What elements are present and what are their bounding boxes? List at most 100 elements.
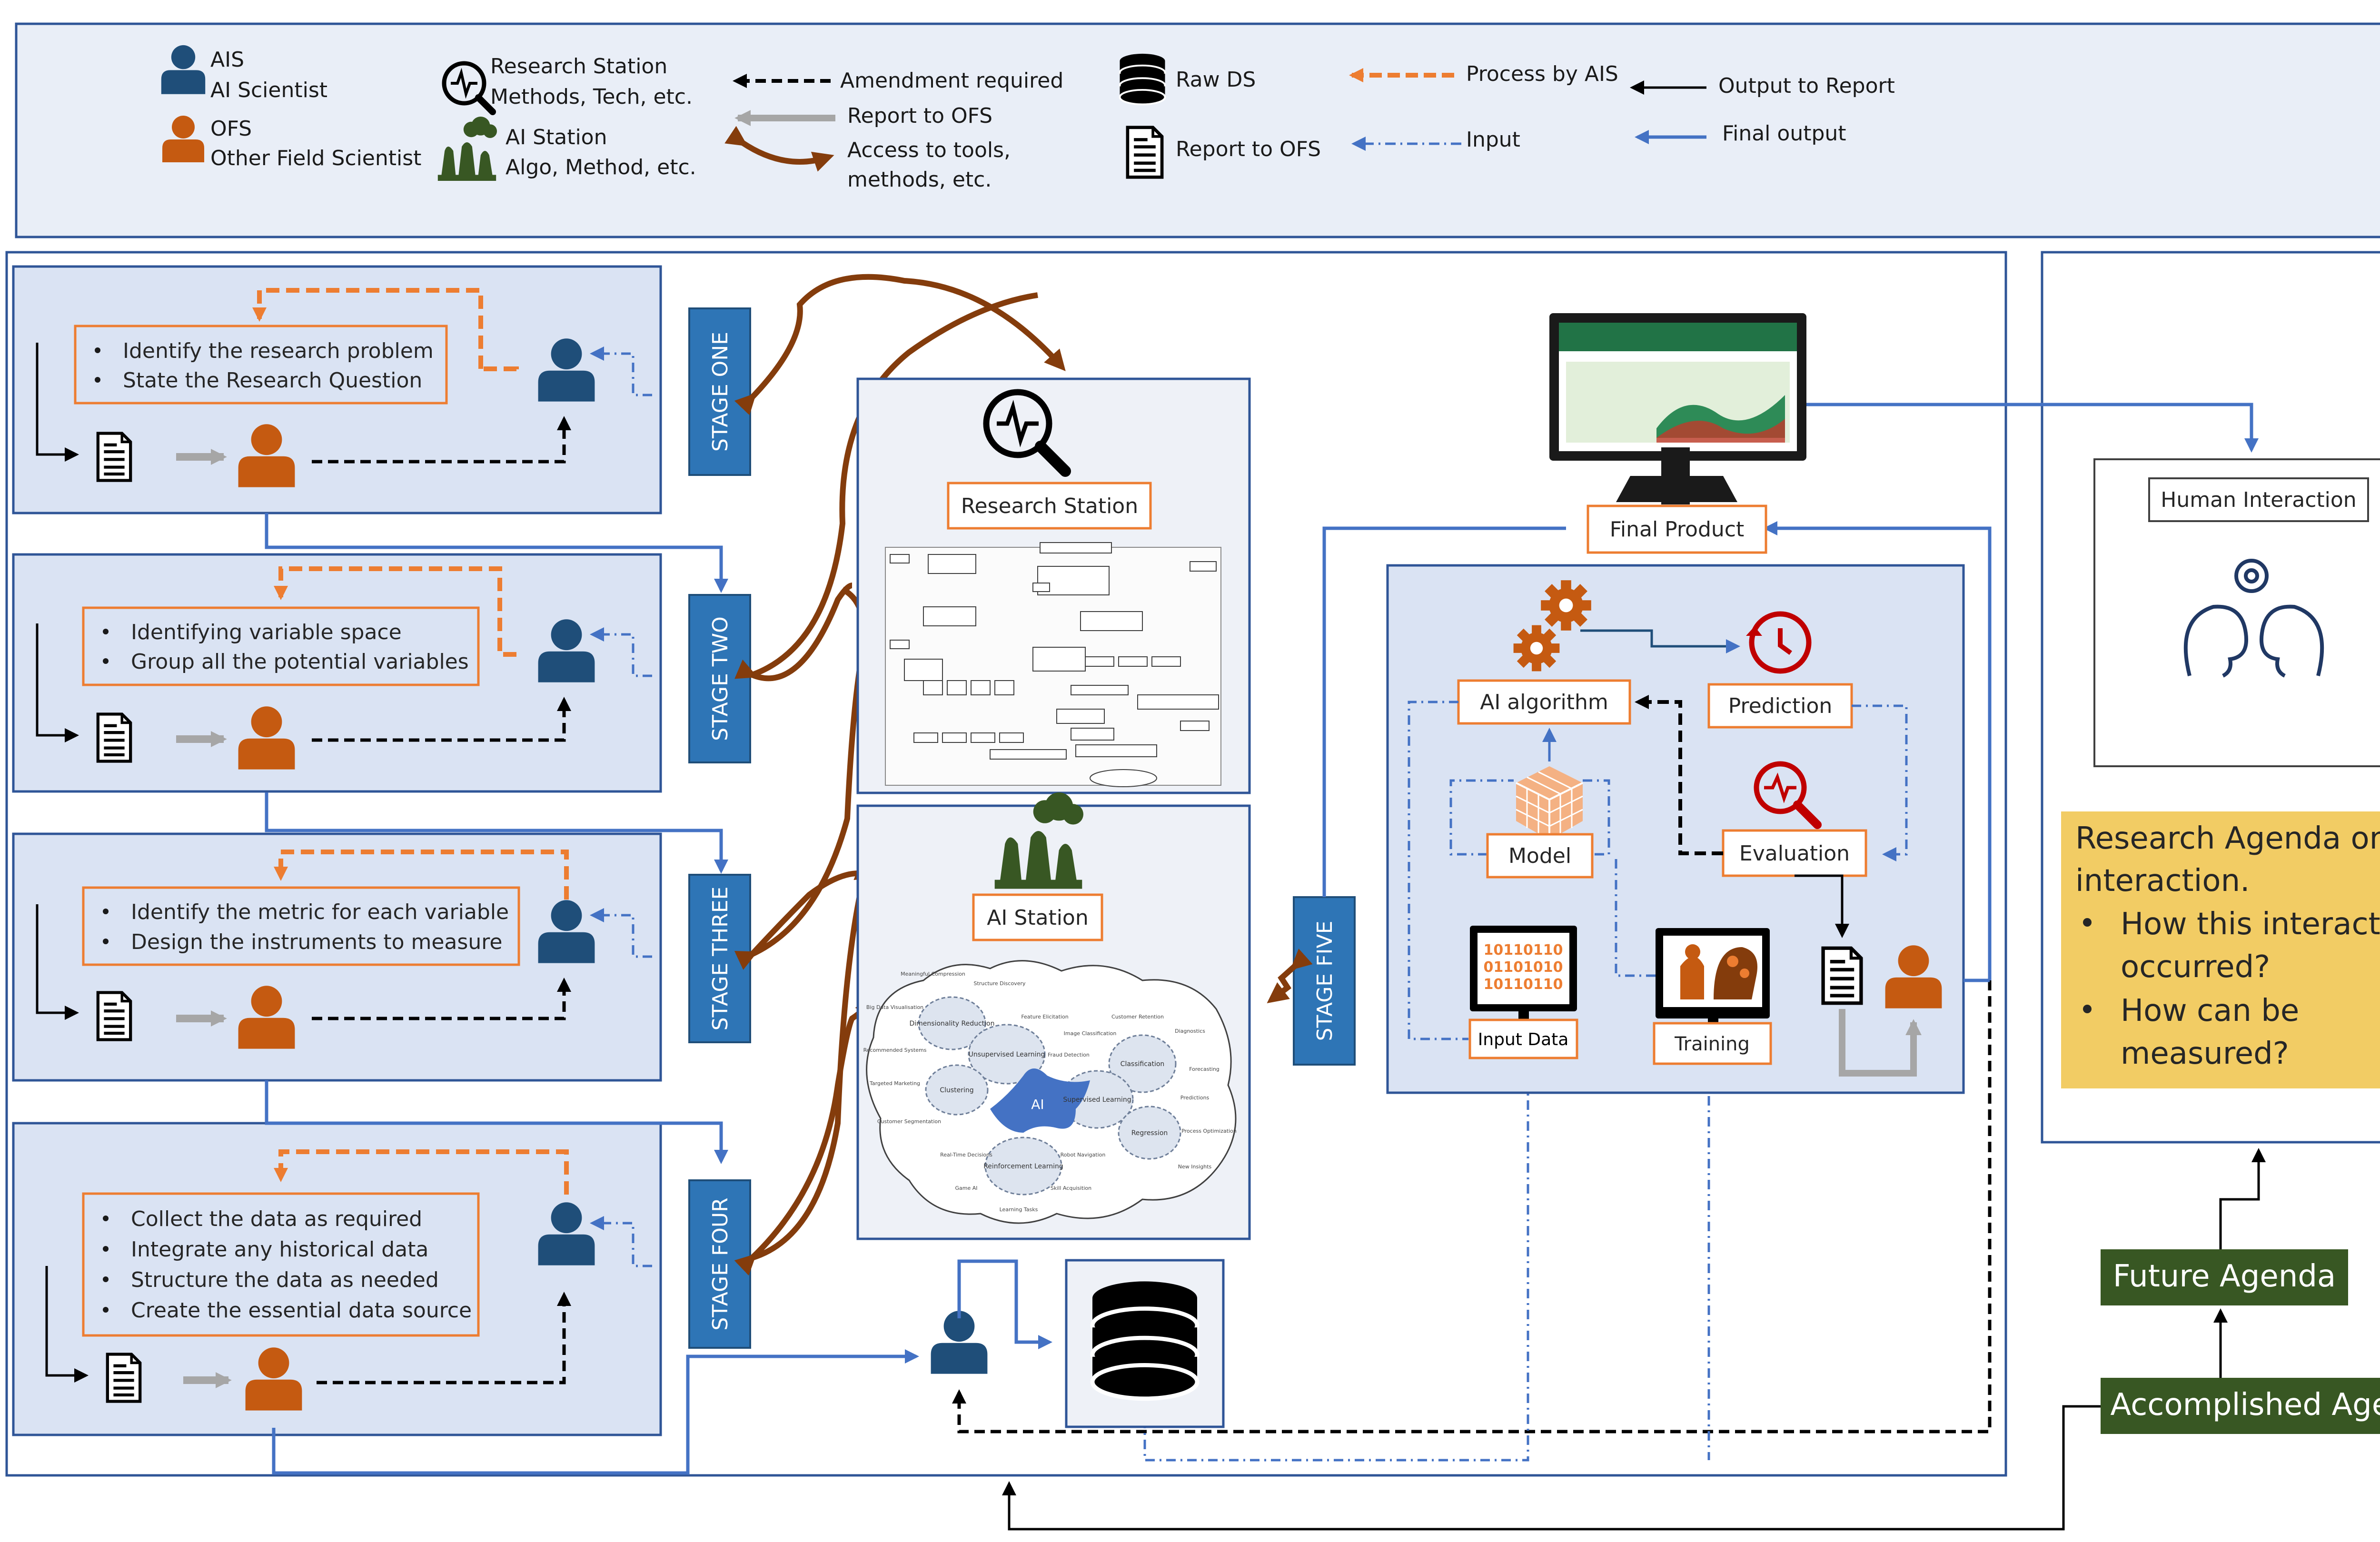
research-framework-figure [885, 542, 1221, 787]
legend-access-1: Access to tools, [847, 138, 1011, 162]
svg-text:How can be: How can be [2121, 993, 2299, 1028]
prediction-label: Prediction [1728, 694, 1833, 718]
stage-one-task-box [74, 325, 448, 405]
accomplished-agenda-label: Accomplished Agenda [2110, 1387, 2380, 1423]
stage-one-label: STAGE ONE [688, 307, 751, 476]
stage-four-panel: Collect the data as required Integrate a… [12, 1122, 662, 1436]
stage-two-label: STAGE TWO [688, 594, 751, 763]
svg-text:Fraud Detection: Fraud Detection [1048, 1052, 1090, 1058]
stage-one-report-doc-icon [98, 434, 130, 481]
svg-text:STAGE THREE: STAGE THREE [708, 887, 733, 1031]
legend-panel [15, 22, 2380, 238]
svg-text:STAGE TWO: STAGE TWO [708, 616, 733, 741]
stage-connectors [265, 513, 919, 1475]
svg-text:occurred?: occurred? [2121, 949, 2270, 985]
stage-two-item-2: Group all the potential variables [131, 650, 469, 674]
svg-text:Game AI: Game AI [955, 1185, 977, 1191]
evaluation-icon [1754, 761, 1822, 829]
ai-algorithm-gear-icon [1541, 580, 1591, 631]
input-data-monitor-icon: 10110110 01101010 10110110 [1470, 926, 1577, 1023]
svg-text:Process Optimization: Process Optimization [1181, 1128, 1237, 1134]
legend-process-ais: Process by AIS [1466, 62, 1618, 86]
svg-text:Feature Elicitation: Feature Elicitation [1021, 1014, 1068, 1020]
human-interaction-label: Human Interaction [2161, 488, 2356, 512]
svg-text:Customer Segmentation: Customer Segmentation [877, 1118, 941, 1125]
stage-one-item-2: State the Research Question [123, 368, 422, 393]
ai-station-label: AI Station [987, 906, 1089, 930]
input-data-label: Input Data [1478, 1030, 1569, 1049]
svg-text:Research Agenda on this: Research Agenda on this [2075, 821, 2380, 856]
svg-text:measured?: measured? [2121, 1036, 2289, 1071]
stage-one-item-1: Identify the research problem [123, 339, 434, 363]
legend-ofs-title: OFS [210, 117, 252, 141]
legend-final-output: Final output [1722, 121, 1846, 146]
svg-text:Customer Retention: Customer Retention [1111, 1014, 1164, 1020]
svg-text:Learning Tasks: Learning Tasks [1000, 1206, 1038, 1213]
raw-ds-area [931, 964, 1992, 1462]
human-interaction-icon [2183, 559, 2324, 678]
svg-text:10110110: 10110110 [1484, 976, 1563, 993]
stage-five-label: STAGE FIVE [1293, 896, 1356, 1066]
final-product-label: Final Product [1610, 517, 1744, 542]
svg-text:Forecasting: Forecasting [1189, 1066, 1220, 1072]
legend-ofs-sub: Other Field Scientist [210, 146, 421, 170]
svg-text:Targeted Marketing: Targeted Marketing [869, 1080, 920, 1087]
svg-text:How this interaction: How this interaction [2121, 907, 2380, 942]
research-station-label: Research Station [961, 494, 1138, 518]
stage-four-item-1: Collect the data as required [131, 1207, 422, 1231]
legend-access-2: methods, etc. [847, 168, 992, 192]
future-agenda-label: Future Agenda [2113, 1259, 2336, 1294]
future-agenda-box [2101, 1249, 2348, 1305]
training-label: Training [1674, 1033, 1750, 1055]
accomplished-agenda-box [2101, 1378, 2380, 1434]
stage-two-item-1: Identifying variable space [131, 620, 402, 644]
svg-text:Diagnostics: Diagnostics [1175, 1028, 1205, 1034]
svg-text:Structure Discovery: Structure Discovery [973, 980, 1026, 987]
legend-input: Input [1466, 128, 1520, 152]
svg-text:Unsupervised Learning: Unsupervised Learning [969, 1051, 1045, 1058]
legend-research-station-1: Research Station [490, 54, 667, 79]
stage-five-report-doc-icon [1823, 948, 1861, 1003]
ai-bubbles [918, 996, 1181, 1196]
svg-text:Real-Time Decisions: Real-Time Decisions [940, 1152, 992, 1158]
svg-text:Clustering: Clustering [940, 1087, 973, 1094]
ai-bubble-labels: Dimensionality Reduction Unsupervised Le… [910, 1020, 1168, 1170]
prediction-icon [1746, 611, 1812, 674]
legend-report-to-ofs-doc: Report to OFS [1176, 137, 1321, 161]
ai-station-panel: AI Station AI Dimensionality Reduction U… [856, 792, 1251, 1240]
svg-text:Classification: Classification [1121, 1060, 1165, 1068]
stage-three-item-2: Design the instruments to measure [131, 930, 502, 954]
svg-text:STAGE ONE: STAGE ONE [708, 332, 733, 452]
raw-ds-legend-icon [1119, 52, 1166, 106]
research-station-legend-icon [442, 61, 496, 115]
svg-text:Meaningful Compression: Meaningful Compression [901, 971, 965, 977]
final-product-monitor-icon [1549, 313, 1806, 504]
svg-text:Reinforcement Learning: Reinforcement Learning [983, 1163, 1063, 1170]
stage-four-item-4: Create the essential data source [131, 1298, 472, 1323]
stage-four-item-3: Structure the data as needed [131, 1268, 439, 1292]
stage-four-label: STAGE FOUR [688, 1179, 751, 1349]
ai-algorithm-gear-small-icon [1513, 625, 1560, 672]
svg-text:Dimensionality Reduction: Dimensionality Reduction [910, 1020, 995, 1028]
legend-access-arrow [724, 126, 834, 172]
training-monitor-icon [1656, 928, 1770, 1030]
svg-text:Skill Acquisition: Skill Acquisition [1051, 1185, 1091, 1191]
ai-core-shape [990, 1068, 1090, 1133]
ai-core-label: AI [1031, 1097, 1044, 1112]
model-label: Model [1508, 844, 1571, 868]
stage-four-report-doc-icon [108, 1354, 140, 1402]
legend-amendment: Amendment required [840, 69, 1063, 93]
svg-text:Predictions: Predictions [1180, 1095, 1210, 1101]
research-agenda-box: Research Agenda on this interaction. How… [2061, 811, 2380, 1088]
model-cube-icon [1516, 766, 1583, 840]
legend-ais-sub: AI Scientist [210, 78, 327, 102]
stage-three-task-box [82, 886, 520, 966]
svg-text:10110110: 10110110 [1484, 942, 1563, 959]
svg-text:New Insights: New Insights [1178, 1164, 1212, 1170]
legend-output-report: Output to Report [1718, 74, 1895, 98]
stage-three-item-1: Identify the metric for each variable [131, 900, 509, 924]
ai-application-terms: Meaningful Compression Structure Discove… [863, 971, 1237, 1213]
legend-raw-ds: Raw DS [1176, 68, 1256, 92]
legend-ai-station-2: Algo, Method, etc. [506, 155, 696, 179]
research-station-panel: Research Station [856, 377, 1251, 794]
